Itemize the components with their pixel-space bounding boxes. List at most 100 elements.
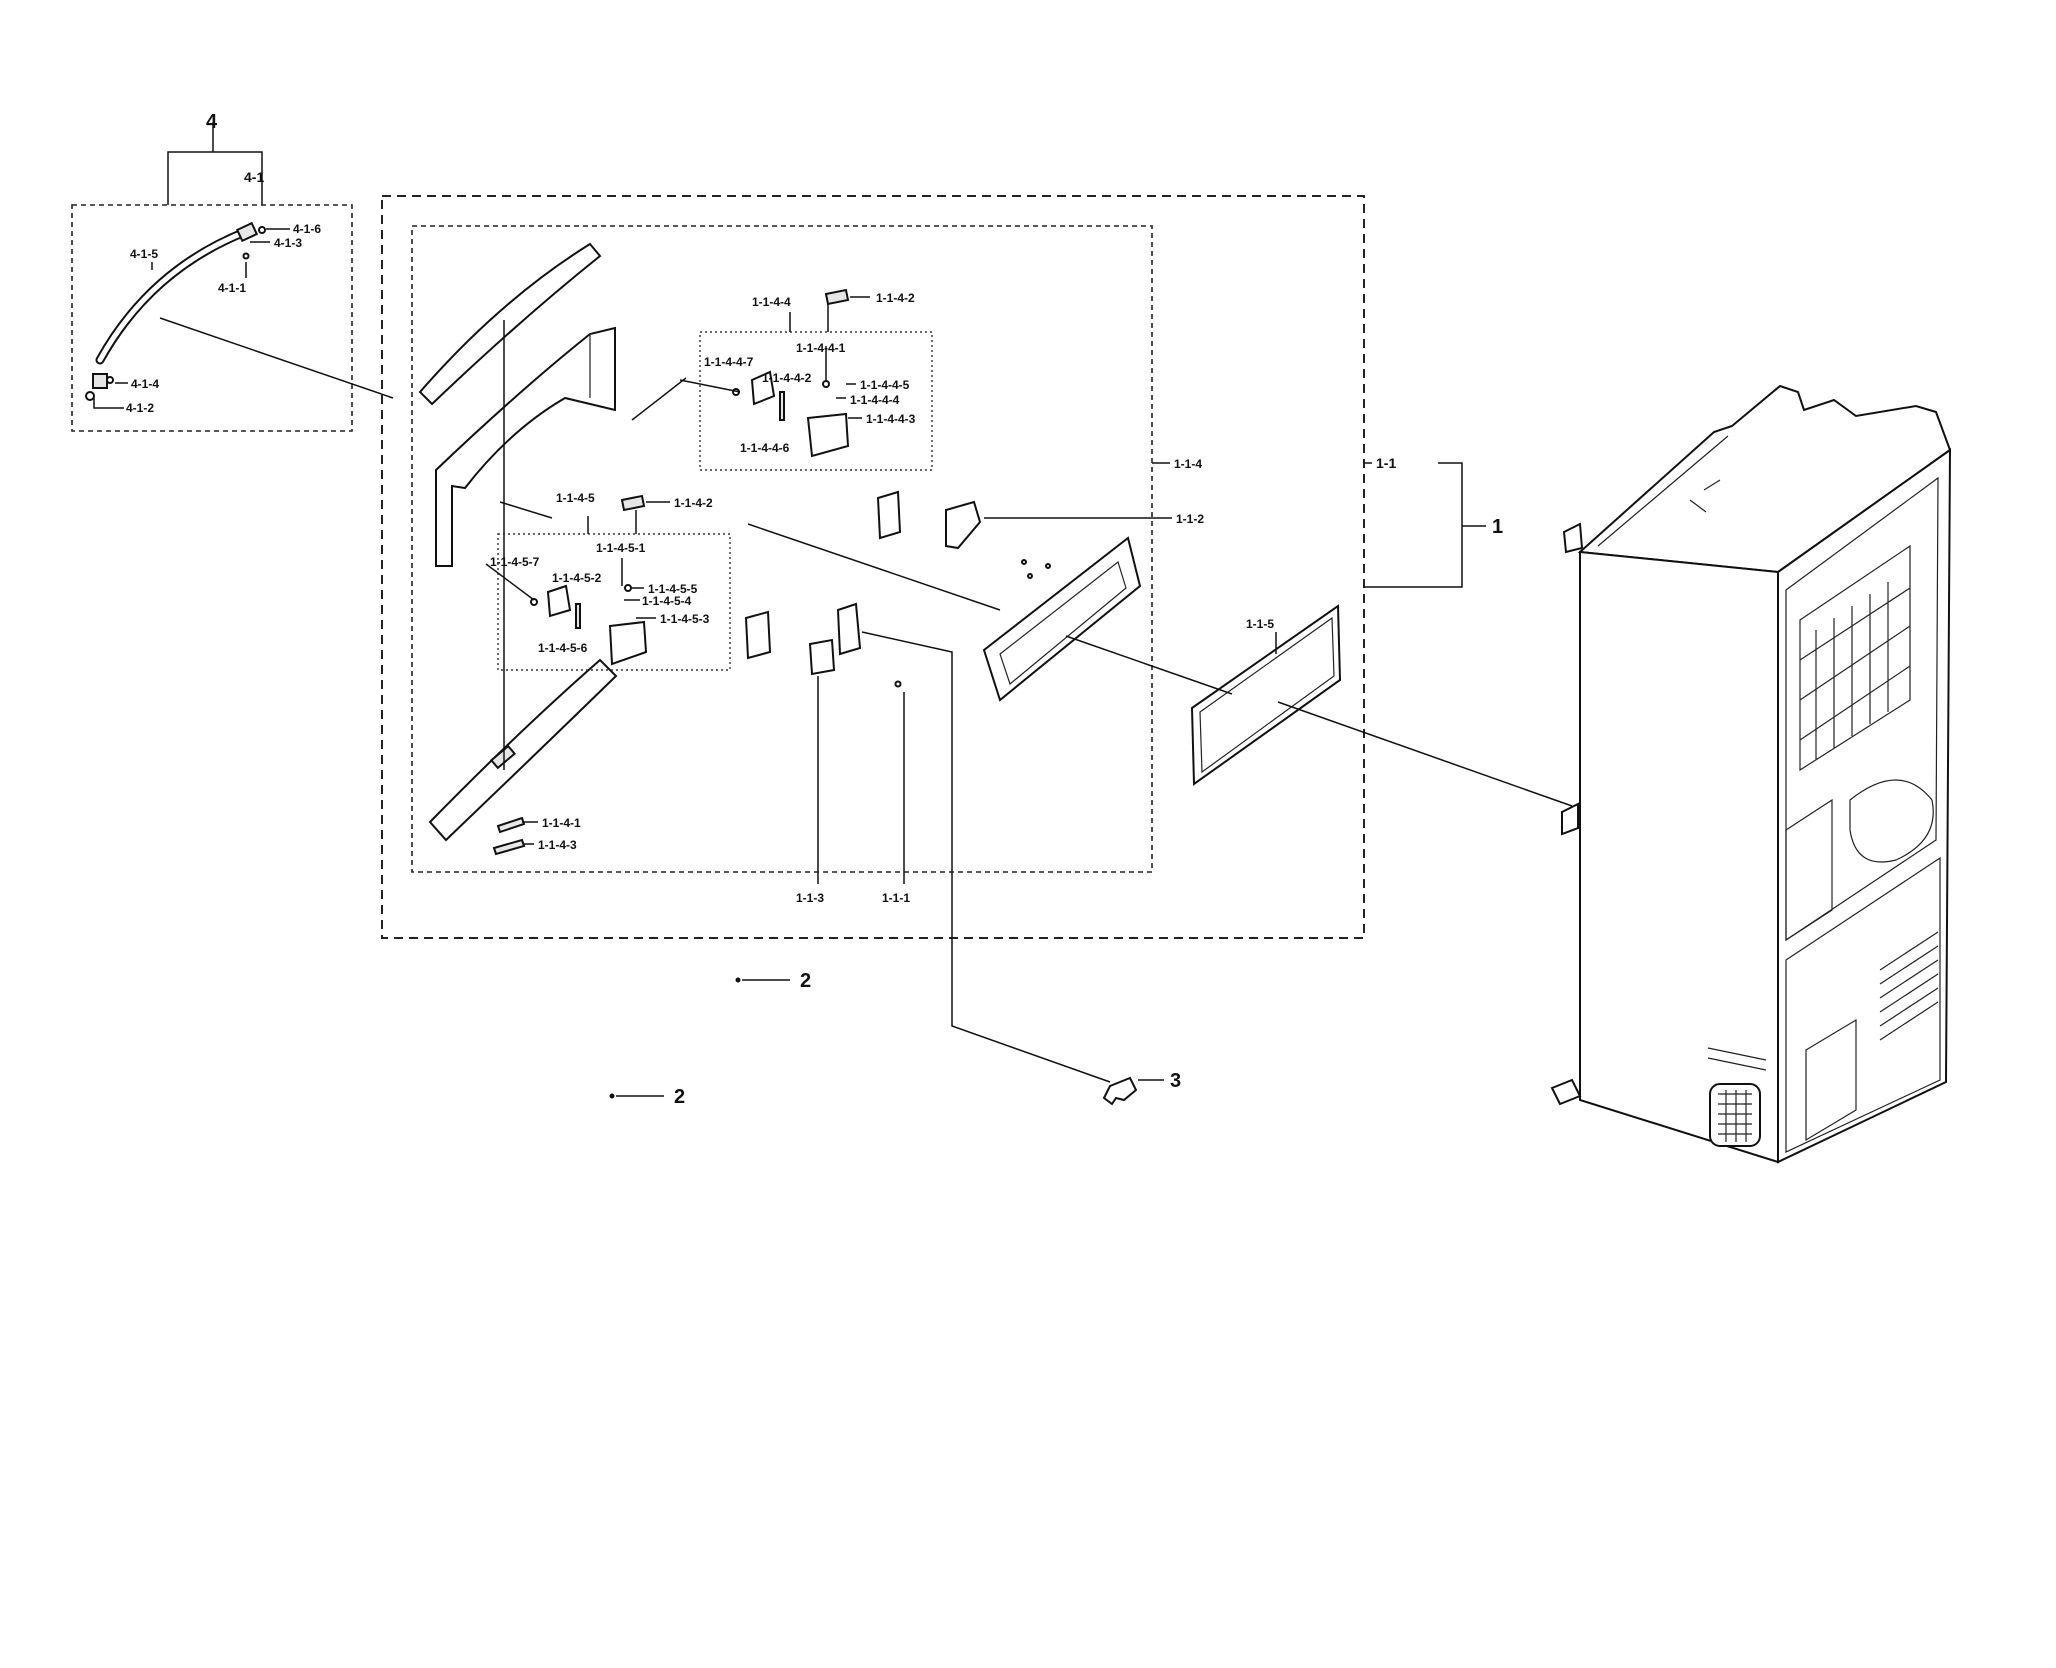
clip-upper-left [876, 490, 902, 540]
label-1-1-4-5: 1-1-4-5 [556, 491, 595, 505]
label-4-1-5: 4-1-5 [130, 247, 158, 261]
clip-upper-right [836, 602, 862, 656]
label-1-1-4-4-5: 1-1-4-4-5 [860, 378, 910, 392]
assembly-line-clip-3 [861, 631, 1111, 1083]
screw-4-1-1 [242, 252, 250, 260]
assembly-line-hinge [631, 377, 687, 421]
label-1-1-5: 1-1-5 [1246, 617, 1274, 631]
bracket-4 [167, 151, 263, 205]
group-1-1-4-boundary [411, 225, 1153, 873]
label-1-1-4-2-top: 1-1-4-2 [876, 291, 915, 305]
cabinet-side-vent [1707, 1047, 1767, 1071]
label-1-1-4-4-3: 1-1-4-4-3 [866, 412, 916, 426]
cabinet-side-grille [1709, 1083, 1761, 1147]
label-4-1-3: 4-1-3 [274, 236, 302, 250]
panel-frame-part [982, 536, 1142, 702]
part-1-1-4-1 [496, 816, 526, 834]
label-1-1-4-1: 1-1-4-1 [542, 816, 581, 830]
clip-part-3 [1102, 1076, 1138, 1106]
label-1-1-4-4-7: 1-1-4-4-7 [704, 355, 754, 369]
label-1-1-4-5-4: 1-1-4-5-4 [642, 594, 692, 608]
label-1-1-4-3: 1-1-4-3 [538, 838, 577, 852]
label-1-1-4-4-4: 1-1-4-4-4 [850, 393, 900, 407]
label-1-1-4-4-1: 1-1-4-4-1 [796, 341, 846, 355]
group-4-handle-assembly: 4 4-1 4-1-5 4-1-6 4-1-3 4-1-1 4-1-4 4-1-… [71, 111, 394, 432]
screw-a [1021, 559, 1027, 565]
leader-1-1-4-5-7 [485, 563, 535, 601]
leader-1-1-4-4-7 [679, 379, 741, 393]
label-4-1-2: 4-1-2 [126, 401, 154, 415]
door-upper-frame-part [435, 326, 616, 567]
label-4-1: 4-1 [244, 169, 264, 185]
spring-1-1-4-4-2 [779, 391, 785, 421]
gasket-part-1-1-5 [1190, 604, 1342, 786]
screw-4-1-6 [258, 226, 266, 234]
label-4-1-6: 4-1-6 [293, 222, 321, 236]
label-4-1-4: 4-1-4 [131, 377, 159, 391]
part-1-1-4-2-mid [620, 494, 646, 512]
cabinet-hinge-top [1562, 522, 1584, 554]
gasket-inner [1199, 616, 1335, 774]
label-1-1: 1-1 [1376, 455, 1396, 471]
cabinet-back [1777, 448, 1952, 1164]
hinge-bracket-1-1-4-5-3 [608, 620, 648, 666]
back-condenser-grid [1799, 544, 1911, 772]
door-top-cap-part [418, 242, 602, 406]
label-1-1-4-5-2: 1-1-4-5-2 [552, 571, 602, 585]
label-1-1-4-2-mid: 1-1-4-2 [674, 496, 713, 510]
screw-b [1027, 573, 1033, 579]
group-1-1-4-5-boundary [497, 533, 731, 671]
label-1-1-4-4-2: 1-1-4-4-2 [762, 371, 812, 385]
label-1-1-4-4: 1-1-4-4 [752, 295, 791, 309]
leader-4-1-2 [93, 398, 124, 409]
part-2-lower [609, 1093, 615, 1099]
back-lower-vents [1879, 931, 1939, 1041]
label-1-1-3: 1-1-3 [796, 891, 824, 905]
back-compressor-cover [1805, 1018, 1857, 1142]
handle-bar-fill [97, 229, 248, 363]
label-3: 3 [1170, 1070, 1181, 1092]
back-upper-panel [1785, 476, 1939, 942]
hinge-part-1-1-4-4 [750, 370, 776, 406]
screw-c [1045, 563, 1051, 569]
label-1-1-4-4-6: 1-1-4-4-6 [740, 441, 790, 455]
part-1-1-4-2-top [824, 288, 850, 306]
group-4-1-boundary [71, 204, 353, 432]
screw-4-1-2 [85, 391, 95, 401]
back-lower-panel [1785, 856, 1941, 1153]
label-1-1-4-5-5: 1-1-4-5-5 [648, 582, 698, 596]
hinge-part-1-1-4-5 [546, 584, 572, 618]
label-4: 4 [206, 111, 218, 133]
part-1-1-4-3 [492, 838, 526, 856]
back-tubing [1849, 779, 1934, 863]
label-1-1-4-5-3: 1-1-4-5-3 [660, 612, 710, 626]
lower-trim-slot [489, 744, 517, 770]
handle-cap-top [235, 221, 259, 243]
door-lower-trim-part [428, 658, 618, 842]
handle-cap-bottom [92, 373, 108, 389]
clip-1-1-2 [945, 500, 982, 550]
cabinet-top-detail [1597, 435, 1729, 547]
back-control-box [1785, 798, 1833, 942]
panel-frame-inner [999, 560, 1127, 686]
label-2-lower: 2 [674, 1086, 685, 1108]
hinge-bracket-1-1-4-4-3 [806, 412, 850, 458]
assembly-line-handle [159, 317, 394, 399]
cabinet-side [1579, 550, 1779, 1164]
assembly-line-panel [747, 523, 1001, 611]
assembly-line-hinge-2 [499, 501, 553, 519]
clip-1-1-3 [808, 638, 836, 676]
group-1-1-boundary [381, 195, 1365, 939]
label-1-1-4-5-7: 1-1-4-5-7 [490, 555, 540, 569]
label-1-1-2: 1-1-2 [1176, 512, 1204, 526]
screw-1-1-4-4-5 [822, 380, 830, 388]
label-2-upper: 2 [800, 970, 811, 992]
spring-1-1-4-5-2 [575, 603, 581, 629]
cabinet-hinge-mid [1561, 802, 1579, 836]
screw-1-1-1 [894, 680, 902, 688]
group-1-1-door-assembly: 1-1-4-4 1-1-4-2 1-1-4-4-1 1-1-4-4-7 1-1-… [381, 195, 1573, 939]
grille-mesh [1718, 1090, 1752, 1142]
pin-1-1-4-5-7 [530, 598, 538, 606]
